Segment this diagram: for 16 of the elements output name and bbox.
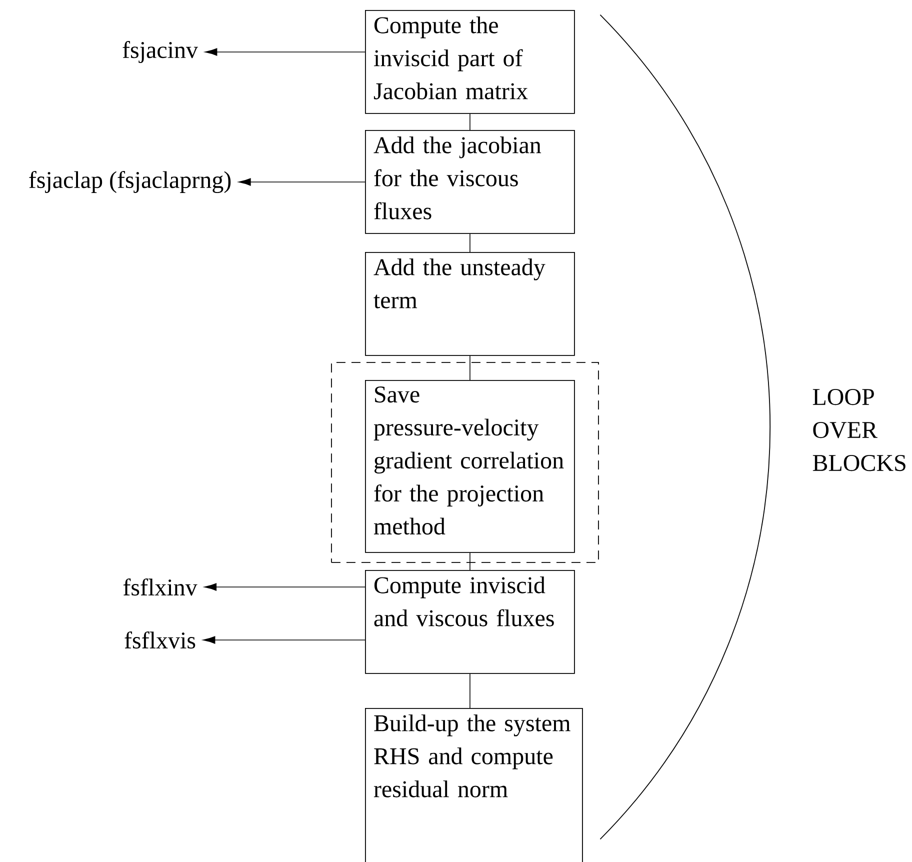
process-box: Save pressure-velocity gradient correlation for the projection method bbox=[365, 380, 575, 553]
routine-name: fsjacinv bbox=[122, 41, 198, 63]
dashed-group-box bbox=[331, 362, 599, 563]
process-box: Build-up the system RHS and compute residual norm bbox=[365, 708, 583, 862]
process-box: Compute inviscid and viscous fluxes bbox=[365, 570, 575, 674]
process-box: Add the jacobian for the viscous fluxes bbox=[365, 130, 575, 234]
arrow bbox=[238, 178, 366, 186]
arrow bbox=[204, 583, 366, 591]
routine-name: fsflxinv bbox=[123, 578, 198, 596]
process-box: Add the unsteady term bbox=[365, 252, 575, 356]
arrow bbox=[204, 48, 366, 56]
process-box: Compute the inviscid part of Jacobian matrix bbox=[365, 10, 575, 114]
routine-name: fsflxvis bbox=[124, 631, 196, 649]
loop-label: LOOP OVER BLOCKS bbox=[812, 388, 906, 472]
routine-name: fsjaclap (fsjaclaprng) bbox=[29, 170, 231, 194]
arrow bbox=[202, 636, 366, 644]
